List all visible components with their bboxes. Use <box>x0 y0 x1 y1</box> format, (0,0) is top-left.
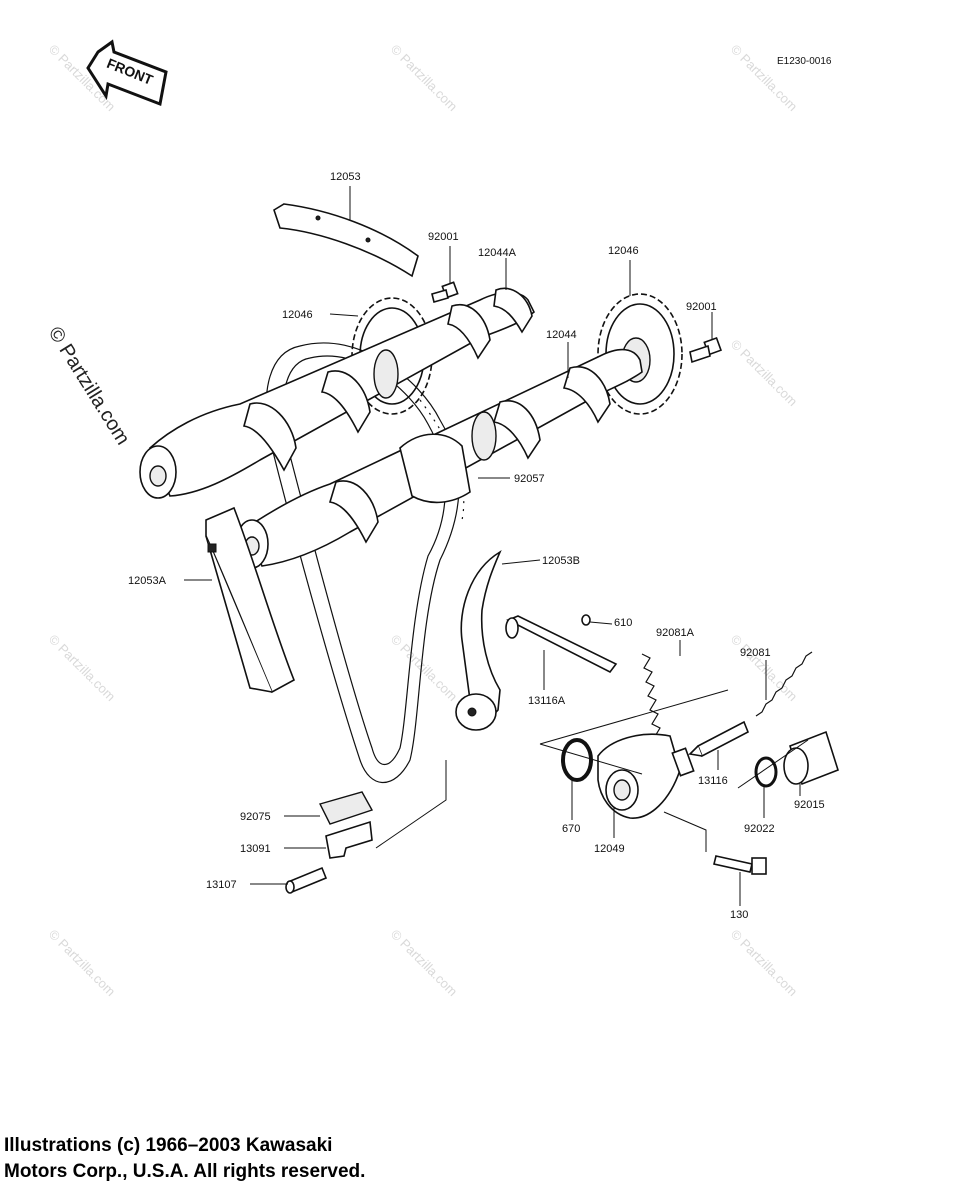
tensioner-rod <box>688 720 750 758</box>
part-label-92075: 92075 <box>240 811 271 823</box>
cap <box>783 730 839 786</box>
part-label-12053b: 12053B <box>542 555 580 567</box>
camshaft-exhaust <box>235 348 643 569</box>
chain-guide-front <box>205 506 296 694</box>
rubber-block <box>318 791 374 825</box>
diagram-code: E1230-0016 <box>777 56 832 67</box>
watermark: © Partzilla.com <box>728 337 801 410</box>
watermark: © Partzilla.com <box>388 927 461 1000</box>
copyright-notice: Illustrations (c) 1966–2003 Kawasaki Mot… <box>4 1133 365 1185</box>
chain-guide-tensioner <box>455 550 502 731</box>
o-ring <box>561 738 593 782</box>
part-label-92001: 92001 <box>686 301 717 313</box>
camshaft-intake <box>139 287 535 499</box>
part-label-92015: 92015 <box>794 799 825 811</box>
watermark: © Partzilla.com <box>46 632 119 705</box>
part-label-13107: 13107 <box>206 879 237 891</box>
watermark: © Partzilla.com <box>728 632 801 705</box>
part-label-12046: 12046 <box>282 309 313 321</box>
copyright-line: Illustrations (c) 1966–2003 Kawasaki <box>4 1135 333 1156</box>
part-label-92001: 92001 <box>428 231 459 243</box>
spring-small <box>755 651 813 717</box>
part-label-12044a: 12044A <box>478 247 517 259</box>
part-label-13116a: 13116A <box>528 695 566 707</box>
part-label-92057: 92057 <box>514 473 545 485</box>
watermark: © Partzilla.com <box>728 42 801 115</box>
chain-guide-upper <box>273 203 419 278</box>
bolt-left <box>431 281 459 303</box>
copyright-line: Motors Corp., U.S.A. All rights reserved… <box>4 1161 366 1182</box>
part-label-12053: 12053 <box>330 171 361 183</box>
part-label-12044: 12044 <box>546 329 577 341</box>
part-label-610: 610 <box>614 617 632 629</box>
part-label-13116: 13116 <box>698 775 728 787</box>
part-label-92022: 92022 <box>744 823 775 835</box>
watermark: © Partzilla.com <box>388 42 461 115</box>
washer <box>754 756 778 788</box>
watermark: © Partzilla.com <box>46 927 119 1000</box>
part-label-130: 130 <box>730 909 748 921</box>
guide-holder <box>325 820 373 859</box>
tensioner-body <box>597 733 695 819</box>
part-label-12049: 12049 <box>594 843 625 855</box>
part-label-670: 670 <box>562 823 580 835</box>
part-labels: 12053 92001 12044A 12046 12046 92001 120… <box>128 171 825 921</box>
watermark-prominent: © Partzilla.com <box>44 323 134 449</box>
tensioner-pushrod <box>505 614 618 674</box>
part-label-92081: 92081 <box>740 647 771 659</box>
mounting-bolt <box>713 855 767 875</box>
part-label-12053a: 12053A <box>128 575 167 587</box>
guide-pin <box>285 866 328 894</box>
bolt-right <box>689 336 722 364</box>
part-label-92081a: 92081A <box>656 627 695 639</box>
part-label-13091: 13091 <box>240 843 271 855</box>
watermark: © Partzilla.com <box>728 927 801 1000</box>
part-label-12046: 12046 <box>608 245 639 257</box>
watermarks: © Partzilla.com © Partzilla.com © Partzi… <box>44 42 801 1000</box>
